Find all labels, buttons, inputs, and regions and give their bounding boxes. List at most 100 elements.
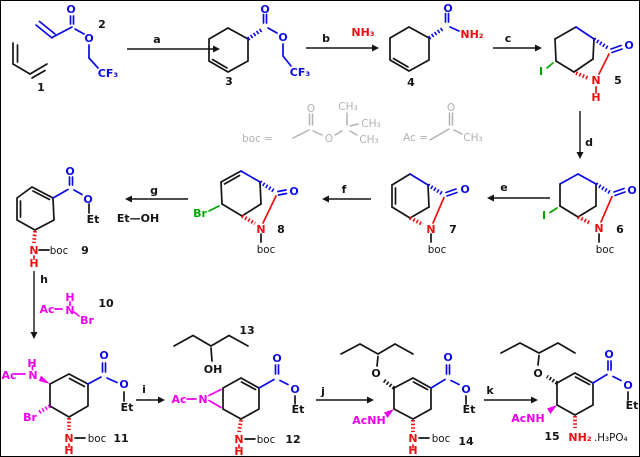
- compound-1-structure: 1: [12, 42, 48, 94]
- atom-label-N: N: [198, 393, 207, 406]
- compound-number-13: 13: [239, 324, 254, 337]
- boc-definition: boc = O O CH₃ CH₃ CH₃: [242, 101, 381, 146]
- atom-label-O: O: [443, 2, 452, 15]
- wedge-bond: [384, 409, 394, 418]
- atom-label-boc: boc: [257, 434, 276, 446]
- wedge-bond: [547, 405, 557, 414]
- atom-label-O: O: [84, 32, 93, 45]
- atom-label-O: O: [461, 383, 470, 396]
- atom-label-I: I: [539, 65, 543, 78]
- atom-label-O: O: [83, 193, 92, 206]
- arrow-step-a: a: [127, 33, 220, 53]
- arrow-step-f: f: [322, 183, 371, 203]
- atom-label-H: H: [65, 291, 74, 304]
- atom-label-Br: Br: [23, 411, 37, 424]
- compound-number-14: 14: [458, 435, 474, 448]
- compound-8-structure: Br O N boc 8: [193, 170, 299, 256]
- compound-number-3: 3: [225, 75, 233, 88]
- atom-label-N: N: [28, 369, 37, 382]
- compound-number-1: 1: [37, 81, 45, 94]
- compound-6-structure: I O N boc 6: [542, 173, 637, 256]
- arrow-step-h: h: [30, 271, 48, 339]
- compound-number-7: 7: [449, 223, 457, 236]
- atom-label-Ac: Ac: [39, 303, 54, 316]
- atom-label-NH2: NH₂: [460, 28, 483, 41]
- atom-label-CH3: CH₃: [338, 101, 357, 113]
- atom-label-O: O: [260, 3, 269, 16]
- atom-label-boc: boc: [257, 244, 276, 256]
- arrow-step-e: e: [487, 181, 550, 202]
- compound-number-10: 10: [98, 297, 114, 310]
- atom-label-CF3: CF₃: [98, 67, 119, 80]
- reagent-nh3: NH₃: [351, 26, 374, 39]
- atom-label-Ac: Ac: [1, 369, 16, 382]
- boc-equals-label: boc =: [242, 133, 273, 145]
- step-label-g: g: [150, 184, 158, 197]
- compound-7-structure: O N boc 7: [391, 173, 470, 256]
- atom-label-N: N: [594, 222, 603, 235]
- step-label-f: f: [342, 183, 347, 196]
- step-label-e: e: [500, 181, 507, 194]
- step-label-h: h: [40, 273, 48, 286]
- atom-label-boc: boc: [596, 244, 615, 256]
- atom-label-O: O: [533, 367, 542, 380]
- atom-label-O: O: [272, 352, 281, 365]
- compound-number-5: 5: [614, 74, 622, 87]
- atom-label-N: N: [426, 223, 435, 236]
- atom-label-CF3: CF₃: [290, 66, 311, 79]
- compound-13-structure: OH 13: [173, 324, 255, 376]
- compound-11-structure: O O Et H N Ac Br N H boc 11: [1, 349, 133, 456]
- compound-5-structure: I O N H 5: [539, 26, 634, 104]
- atom-label-Et: Et: [463, 403, 476, 416]
- atom-label-H: H: [27, 357, 36, 370]
- atom-label-boc: boc: [50, 245, 69, 257]
- atom-label-H: H: [64, 444, 73, 456]
- ac-equals-label: Ac =: [403, 132, 428, 144]
- arrow-step-i: i: [136, 383, 165, 404]
- compound-number-6: 6: [616, 223, 624, 236]
- atom-label-O: O: [289, 185, 298, 198]
- compound-9-structure: O O Et N H boc 9: [16, 165, 99, 270]
- arrow-step-c: c: [493, 32, 542, 52]
- atom-label-O: O: [66, 3, 75, 16]
- step-label-d: d: [585, 136, 593, 149]
- atom-label-N: N: [65, 304, 74, 317]
- atom-label-O: O: [460, 183, 469, 196]
- compound-4-structure: O NH₂ 4: [389, 2, 484, 89]
- atom-label-O: O: [65, 165, 74, 178]
- atom-label-O: O: [99, 349, 108, 362]
- atom-label-AcNH: AcNH: [511, 412, 544, 425]
- compound-number-9: 9: [81, 244, 89, 257]
- compound-12-structure: Ac N O O Et N H boc 12: [171, 352, 304, 456]
- step-label-b: b: [322, 32, 330, 45]
- arrow-step-b: b NH₃: [306, 26, 379, 52]
- ac-definition: Ac = O CH₃: [403, 102, 483, 144]
- atom-label-H: H: [591, 91, 600, 104]
- atom-label-CH3: CH₃: [463, 132, 482, 144]
- atom-label-N: N: [408, 432, 417, 445]
- arrow-step-k: k: [484, 384, 538, 404]
- reagent-etoh: Et—OH: [117, 212, 159, 225]
- phosphate-salt-label: .H₃PO₄: [594, 432, 628, 444]
- atom-label-Br: Br: [80, 314, 94, 327]
- atom-label-O: O: [443, 351, 452, 364]
- compound-2-structure: O O CF₃ 2: [35, 3, 119, 80]
- step-label-j: j: [320, 385, 325, 398]
- atom-label-H: H: [408, 444, 417, 456]
- atom-label-N: N: [64, 432, 73, 445]
- atom-label-O: O: [627, 184, 636, 197]
- atom-label-O: O: [604, 348, 613, 361]
- atom-label-H: H: [29, 257, 38, 270]
- compound-14-structure: O O O Et AcNH N H boc 14: [340, 343, 476, 456]
- compound-10-structure: Ac H N Br 10: [39, 291, 114, 327]
- atom-label-N: N: [591, 74, 600, 87]
- atom-label-O: O: [623, 379, 632, 392]
- atom-label-N: N: [256, 223, 265, 236]
- atom-label-NH2: NH₂: [568, 431, 591, 444]
- atom-label-I: I: [542, 209, 546, 222]
- compound-number-4: 4: [407, 76, 415, 89]
- compound-number-12: 12: [285, 433, 300, 446]
- atom-label-N: N: [234, 433, 243, 446]
- step-label-a: a: [153, 33, 160, 46]
